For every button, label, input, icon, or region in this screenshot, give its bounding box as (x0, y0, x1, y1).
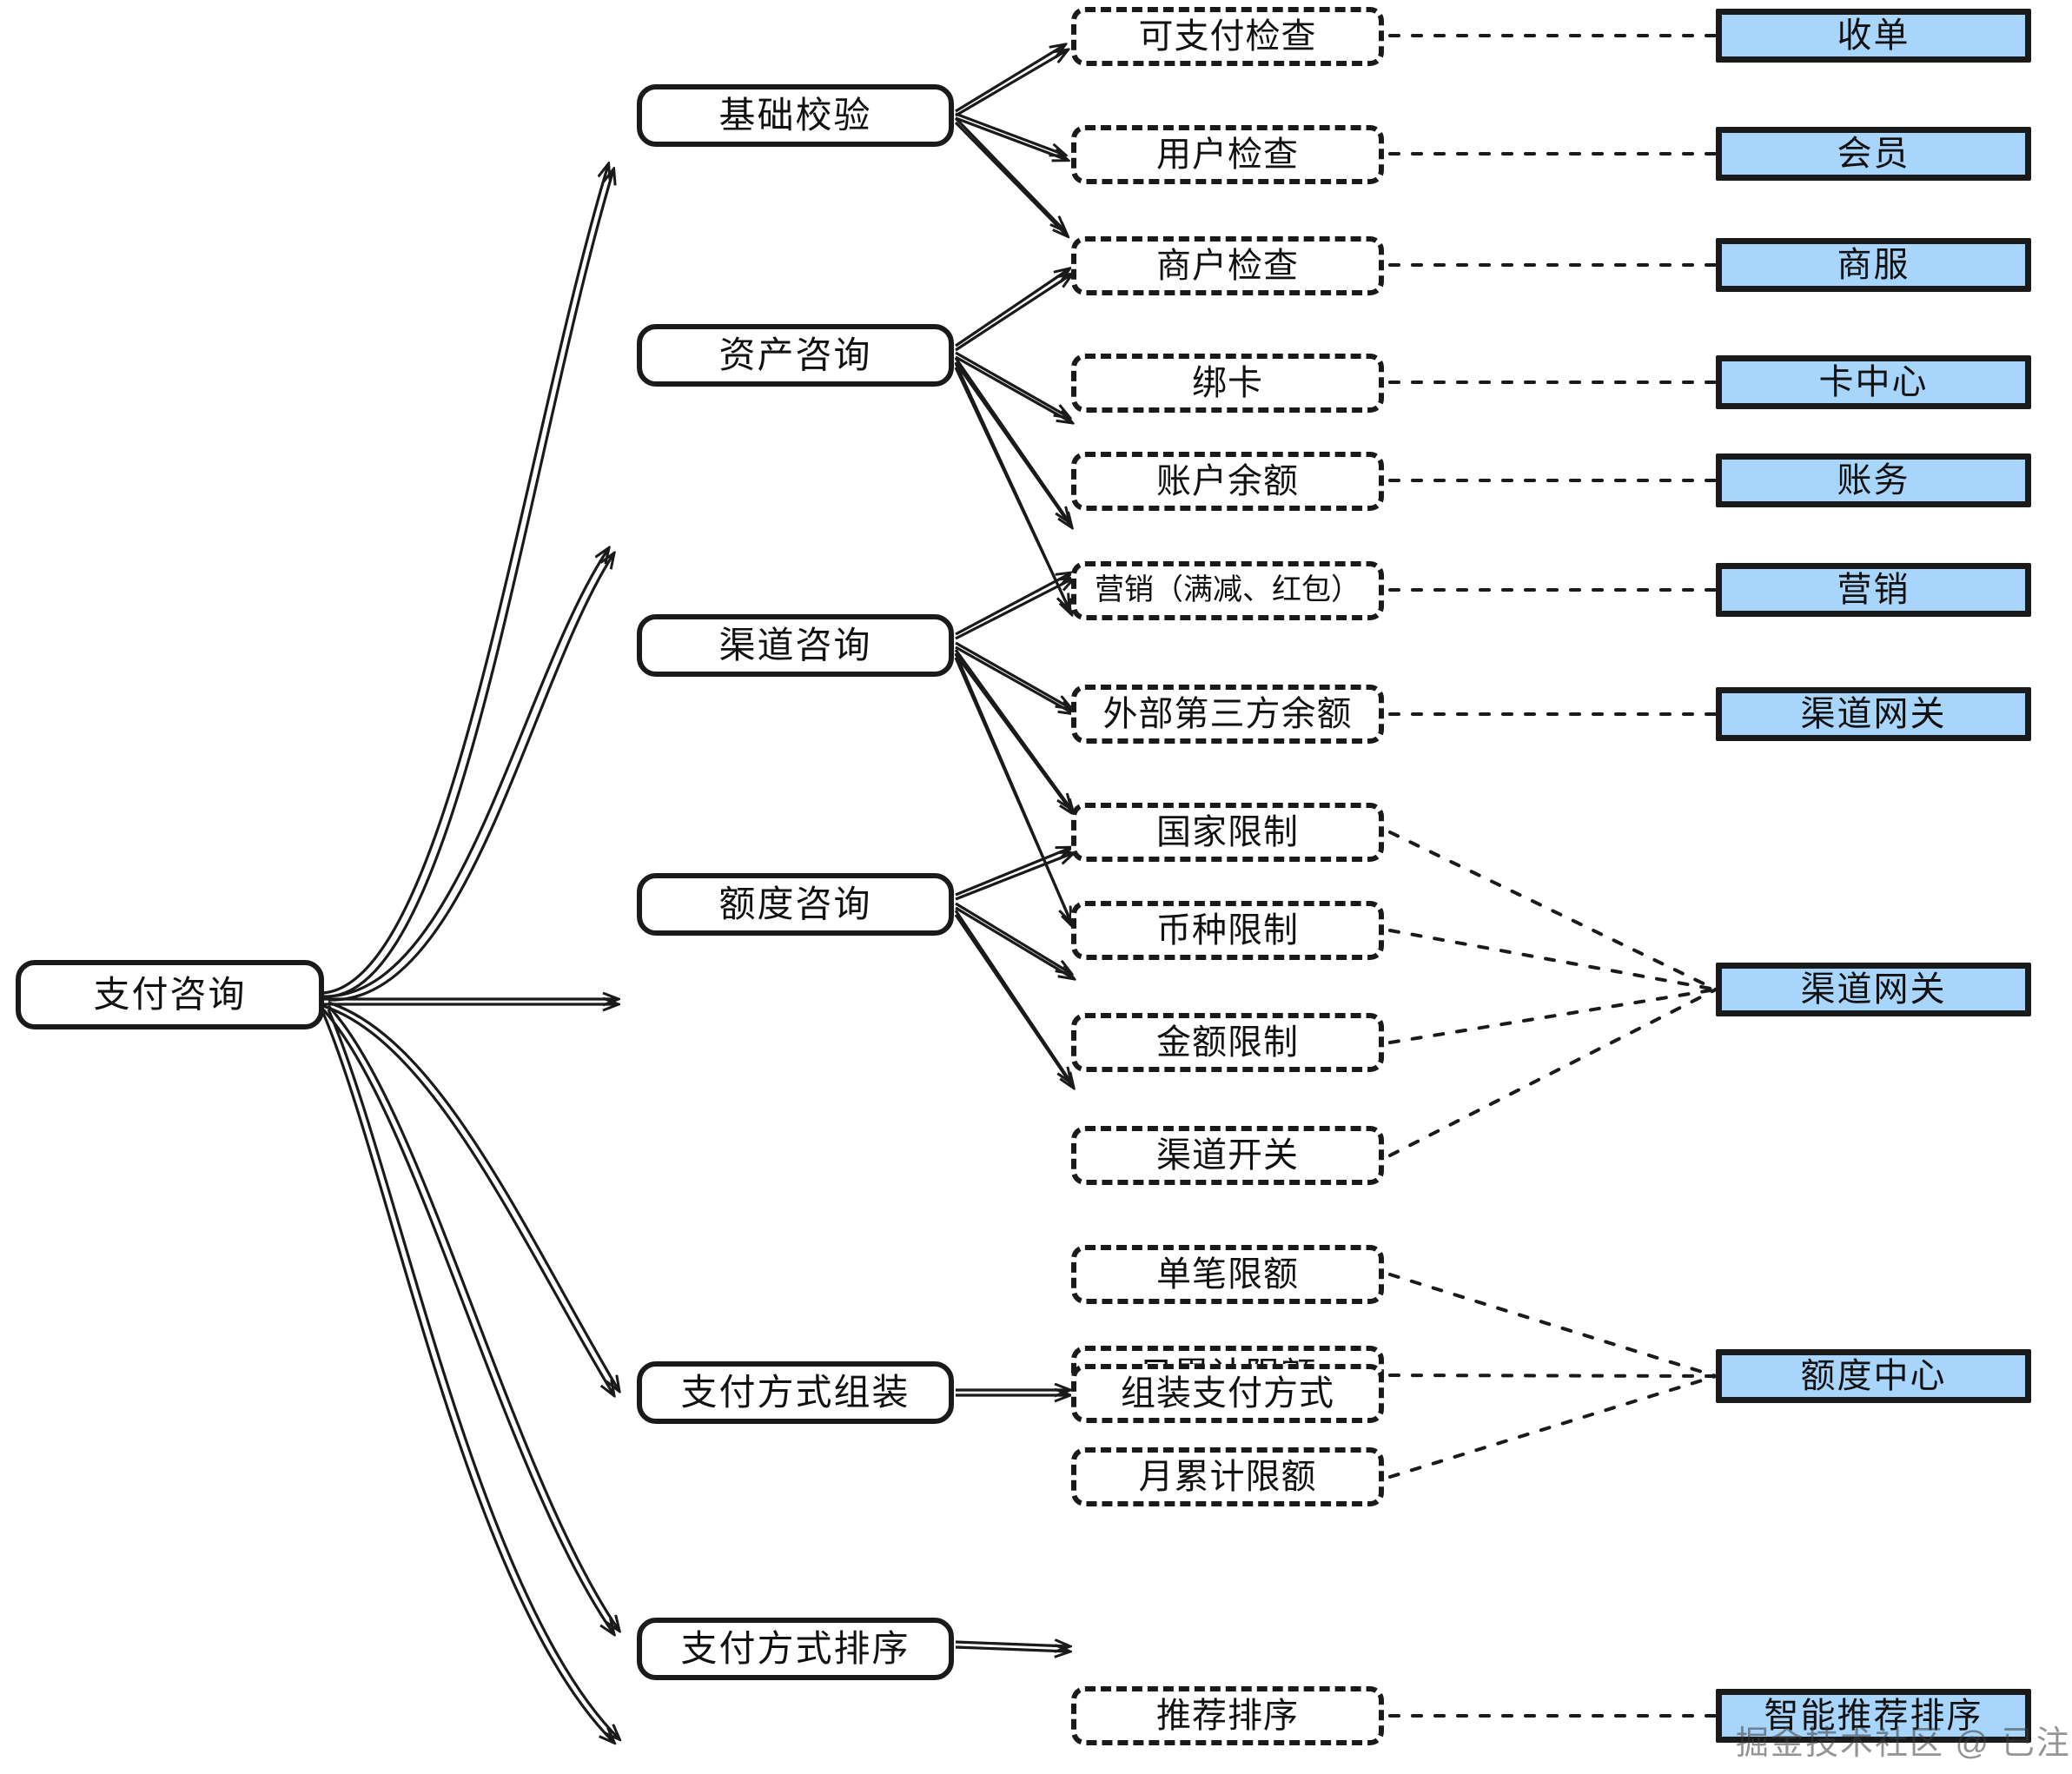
branch-node-3[interactable]: 额度咨询 (637, 873, 954, 936)
leaf-node-assemble[interactable]: 组装支付方式 (1071, 1364, 1384, 1423)
service-label-6: 渠道网关 (1800, 695, 1947, 733)
leaf-label-2-3: 渠道开关 (1156, 1136, 1299, 1175)
branch-node-5[interactable]: 支付方式排序 (637, 1618, 954, 1680)
service-box-eduzhongxin[interactable]: 额度中心 (1716, 1349, 2031, 1403)
service-box-qudaowangguan-1[interactable]: 渠道网关 (1716, 687, 2031, 741)
leaf-node-2-0[interactable]: 国家限制 (1071, 803, 1384, 862)
branch-label-4: 支付方式组装 (680, 1371, 910, 1413)
branch-node-1[interactable]: 资产咨询 (637, 324, 954, 387)
service-box-shangfu[interactable]: 商服 (1716, 238, 2031, 292)
service-label-7: 渠道网关 (1800, 970, 1947, 1009)
service-box-qudaowangguan-2[interactable]: 渠道网关 (1716, 963, 2031, 1016)
branch-node-4[interactable]: 支付方式组装 (637, 1361, 954, 1424)
leaf-node-0-1[interactable]: 用户检查 (1071, 125, 1384, 184)
leaf-node-rank[interactable]: 推荐排序 (1071, 1686, 1384, 1745)
leaf-node-0-0[interactable]: 可支付检查 (1071, 7, 1384, 66)
node-root-label: 支付咨询 (93, 973, 247, 1015)
node-root[interactable]: 支付咨询 (16, 960, 324, 1029)
service-box-zhinengtuijianpaixu[interactable]: 智能推荐排序 (1716, 1689, 2031, 1743)
service-box-zhangwu[interactable]: 账务 (1716, 453, 2031, 507)
leaf-label-0-1: 用户检查 (1156, 136, 1299, 174)
service-label-1: 会员 (1837, 135, 1910, 173)
branch-label-0: 基础校验 (718, 94, 872, 136)
branch-label-2: 渠道咨询 (718, 624, 872, 665)
service-box-shoudan[interactable]: 收单 (1716, 9, 2031, 63)
service-label-3: 卡中心 (1818, 363, 1929, 401)
leaf-label-0-2: 商户检查 (1156, 247, 1299, 285)
leaf-label-3-2: 月累计限额 (1138, 1458, 1317, 1496)
leaf-label-4-0: 组装支付方式 (1121, 1374, 1334, 1413)
branch-label-1: 资产咨询 (718, 334, 872, 375)
leaf-node-1-3[interactable]: 外部第三方余额 (1071, 685, 1384, 744)
branch-node-2[interactable]: 渠道咨询 (637, 614, 954, 677)
leaf-label-1-0: 绑卡 (1192, 364, 1263, 402)
service-label-4: 账务 (1837, 461, 1910, 500)
leaf-label-1-1: 账户余额 (1156, 462, 1299, 500)
service-label-8: 额度中心 (1800, 1357, 1947, 1395)
leaf-label-2-0: 国家限制 (1156, 813, 1299, 851)
leaf-node-1-0[interactable]: 绑卡 (1071, 354, 1384, 413)
root-edges (321, 165, 619, 1742)
leaf-node-2-1[interactable]: 币种限制 (1071, 901, 1384, 960)
service-box-kazhongxin[interactable]: 卡中心 (1716, 355, 2031, 409)
service-label-5: 营销 (1837, 571, 1910, 609)
leaf-label-1-3: 外部第三方余额 (1102, 695, 1353, 733)
branch-edges (954, 45, 1073, 1652)
leaf-label-3-0: 单笔限额 (1156, 1255, 1299, 1294)
branch-label-5: 支付方式排序 (680, 1627, 910, 1669)
leaf-node-0-2[interactable]: 商户检查 (1071, 236, 1384, 295)
leaf-node-3-2[interactable]: 月累计限额 (1071, 1447, 1384, 1506)
leaf-label-0-0: 可支付检查 (1138, 17, 1317, 56)
watermark-text: 掘金技术社区 @ 已注销 (1736, 1725, 2072, 1762)
leaf-label-5-0: 推荐排序 (1156, 1697, 1299, 1735)
leaf-node-3-0[interactable]: 单笔限额 (1071, 1245, 1384, 1304)
leaf-node-1-2[interactable]: 营销（满减、红包） (1071, 561, 1384, 620)
service-box-huiyuan[interactable]: 会员 (1716, 127, 2031, 181)
leaf-label-1-2: 营销（满减、红包） (1095, 573, 1360, 607)
branch-node-0[interactable]: 基础校验 (637, 84, 954, 147)
leaf-node-2-3[interactable]: 渠道开关 (1071, 1126, 1384, 1185)
leaf-label-2-2: 金额限制 (1156, 1023, 1299, 1062)
leaf-node-2-2[interactable]: 金额限制 (1071, 1013, 1384, 1072)
service-label-9: 智能推荐排序 (1764, 1697, 1983, 1735)
service-label-2: 商服 (1837, 246, 1910, 284)
watermark: 掘金技术社区 @ 已注销 (1736, 1716, 2072, 1764)
branch-label-3: 额度咨询 (718, 883, 872, 924)
service-links (1388, 34, 1718, 1718)
leaf-label-2-1: 币种限制 (1156, 911, 1299, 950)
service-box-yingxiao[interactable]: 营销 (1716, 563, 2031, 617)
service-label-0: 收单 (1837, 17, 1910, 55)
leaf-node-1-1[interactable]: 账户余额 (1071, 452, 1384, 511)
